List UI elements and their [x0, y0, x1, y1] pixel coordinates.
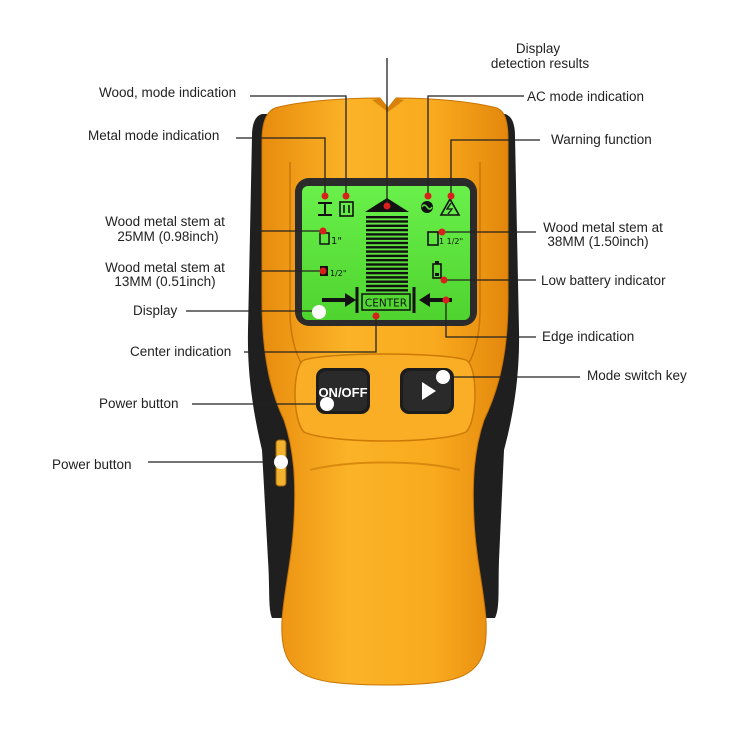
label-power-button-side: Power button	[52, 457, 132, 472]
stud-bar-segment	[366, 250, 408, 253]
label-warning: Warning function	[551, 132, 652, 147]
label-wood-mode: Wood, mode indication	[99, 85, 236, 100]
label-metal-mode: Metal mode indication	[88, 128, 219, 143]
stud-bar-segment	[366, 224, 408, 227]
warning-icon	[439, 197, 461, 216]
label-stem-25-2: 25MM (0.98inch)	[117, 229, 218, 244]
grip-recess	[309, 461, 461, 471]
label-display-results-2: detection results	[491, 56, 590, 71]
wood-mode-icon	[339, 201, 354, 217]
stud-bar-segment	[366, 233, 408, 236]
callout-markers	[319, 192, 455, 320]
left-edge-arrow	[322, 287, 359, 313]
stud-bar-segment	[366, 276, 408, 279]
stud-bar-segment	[366, 259, 408, 262]
label-display-results-1: Display	[516, 41, 561, 56]
play-icon	[422, 382, 436, 400]
stud-bar-segment	[366, 220, 408, 223]
stud-bar-segments	[366, 216, 408, 292]
label-low-battery: Low battery indicator	[541, 273, 666, 288]
label-center: Center indication	[130, 344, 231, 359]
stud-bar-segment	[366, 241, 408, 245]
label-display: Display	[133, 303, 178, 318]
stem-38mm-icon: 1 1/2"	[427, 231, 463, 246]
stud-bar-segment	[366, 216, 408, 219]
label-edge: Edge indication	[542, 329, 634, 344]
lcd-display: 1" 1/2" 1 1/2" CENTER	[295, 178, 477, 326]
stud-bar-segment	[366, 267, 408, 270]
stud-bar-segment	[366, 246, 408, 249]
lcd-screen	[302, 186, 470, 320]
stud-bar-segment	[366, 254, 408, 258]
device-top-notch	[372, 98, 404, 112]
stud-bar-segment	[366, 289, 408, 292]
stud-bar-segment	[366, 280, 408, 283]
stud-bar-segment	[366, 237, 408, 240]
label-mode-switch: Mode switch key	[587, 368, 687, 383]
low-battery-icon	[432, 261, 442, 279]
label-stem-38-2: 38MM (1.50inch)	[547, 234, 648, 249]
stud-bar-segment	[366, 284, 408, 288]
callout-lines	[148, 58, 580, 463]
label-ac-mode: AC mode indication	[527, 89, 644, 104]
metal-mode-icon	[318, 202, 332, 216]
label-stem-38-1: Wood metal stem at	[543, 220, 663, 235]
label-stem-13-2: 13MM (0.51inch)	[114, 274, 215, 289]
onoff-label: ON/OFF	[318, 385, 367, 400]
center-text: CENTER	[365, 298, 407, 310]
center-box	[361, 293, 411, 311]
stud-bar-segment	[366, 228, 408, 232]
label-stem-13-1: Wood metal stem at	[105, 260, 225, 275]
label-stem-25-1: Wood metal stem at	[105, 214, 225, 229]
stud-bar-segment	[366, 263, 408, 266]
stem-25mm-mark: 1"	[331, 236, 342, 247]
stem-13mm-mark: 1/2"	[330, 269, 347, 278]
stem-38mm-mark: 1 1/2"	[439, 237, 463, 246]
callout-white-markers	[274, 305, 450, 469]
label-power-button: Power button	[99, 396, 179, 411]
stud-bar-segment	[366, 271, 408, 275]
ac-mode-icon	[421, 201, 433, 213]
